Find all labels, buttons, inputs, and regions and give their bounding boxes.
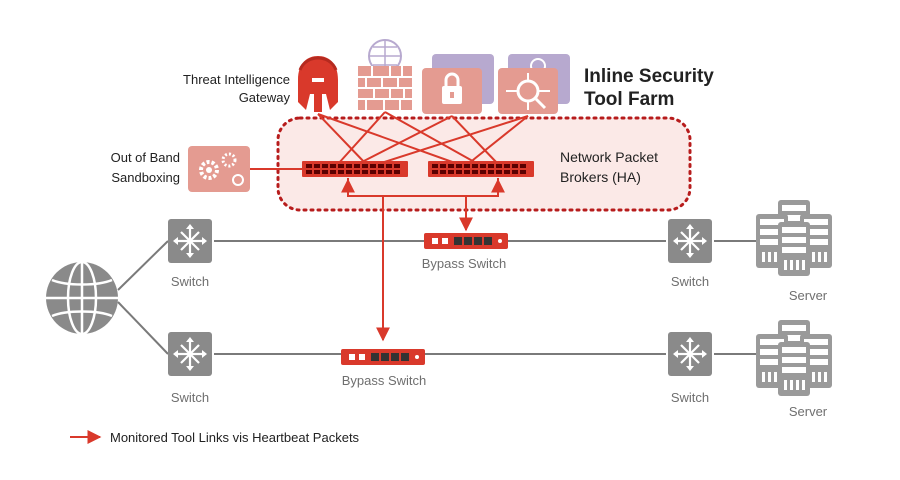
- packet-broker-icon: [428, 161, 534, 177]
- gears-icon: [188, 146, 250, 192]
- top-bypass-label: Bypass Switch: [422, 256, 507, 271]
- switch-icon: [666, 217, 714, 265]
- globe-icon: [46, 260, 118, 336]
- switch-icon: [166, 217, 214, 265]
- npb-label-line2: Brokers (HA): [560, 169, 641, 185]
- packet-broker-icon: [302, 161, 408, 177]
- top-server-label: Server: [789, 288, 828, 303]
- top-right-switch-label: Switch: [671, 274, 709, 289]
- lock-icon: [422, 68, 482, 114]
- tool-farm-title-line2: Tool Farm: [584, 89, 674, 110]
- switch-icon: [166, 330, 214, 378]
- server-icon: [756, 200, 832, 276]
- threat-gateway-label-line2: Gateway: [239, 90, 291, 105]
- spartan-helmet-icon: [298, 56, 338, 112]
- top-left-switch-label: Switch: [171, 274, 209, 289]
- bypass-switch-icon: [341, 349, 425, 365]
- tool-farm-title-line1: Inline Security: [584, 66, 714, 87]
- legend-text: Monitored Tool Links vis Heartbeat Packe…: [110, 430, 360, 445]
- bottom-bypass-label: Bypass Switch: [342, 373, 427, 388]
- server-icon: [756, 320, 832, 396]
- tool-links: [317, 111, 529, 165]
- threat-gateway-label-line1: Threat Intelligence: [183, 72, 290, 87]
- bypass-switch-icon: [424, 233, 508, 249]
- network-inspect-icon: [498, 68, 558, 114]
- bottom-server-label: Server: [789, 404, 828, 419]
- sandbox-label-line2: Sandboxing: [111, 170, 180, 185]
- firewall-icon: [358, 39, 412, 110]
- bottom-right-switch-label: Switch: [671, 390, 709, 405]
- npb-label-line1: Network Packet: [560, 149, 658, 165]
- bottom-left-switch-label: Switch: [171, 390, 209, 405]
- heartbeat-links: [341, 178, 505, 342]
- sandbox-label-line1: Out of Band: [111, 150, 180, 165]
- switch-icon: [666, 330, 714, 378]
